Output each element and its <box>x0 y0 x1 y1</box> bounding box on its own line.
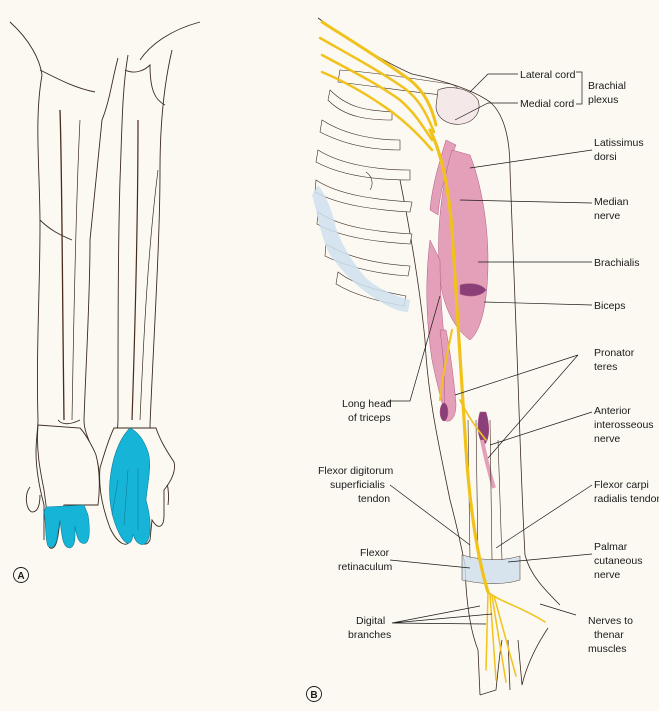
label-retinaculum-2: retinaculum <box>338 561 393 573</box>
label-median-nerve-1: Median <box>594 196 629 208</box>
label-fcr-1: Flexor carpi <box>594 479 649 491</box>
label-anterior-2: interosseous <box>594 419 654 431</box>
flexor-retinaculum <box>461 554 521 585</box>
panel-label-b: B <box>310 690 317 701</box>
label-anterior-3: nerve <box>594 433 620 445</box>
biceps-muscle <box>459 283 487 297</box>
label-fds-2: superficialis <box>330 479 385 491</box>
label-thenar-1: Nerves to <box>588 615 633 627</box>
label-fds-1: Flexor digitorum <box>318 465 394 477</box>
label-median-nerve-2: nerve <box>594 210 620 222</box>
label-medial-cord: Medial cord <box>520 98 574 110</box>
label-palmar-3: nerve <box>594 569 620 581</box>
panel-a-arms <box>9 21 201 540</box>
label-biceps: Biceps <box>594 300 626 312</box>
labels: Lateral cord Medial cord Brachial plexus… <box>318 69 659 655</box>
label-latissimus-2: dorsi <box>594 151 617 163</box>
left-hand-sensory-area <box>43 504 90 549</box>
label-triceps-2: of triceps <box>348 412 391 424</box>
label-latissimus-1: Latissimus <box>594 137 644 149</box>
label-pronator-1: Pronator <box>594 347 635 359</box>
label-fcr-2: radialis tendon <box>594 493 659 505</box>
label-brachial-plexus-1: Brachial <box>588 80 626 92</box>
costal-cartilage <box>312 185 410 312</box>
label-digital-1: Digital <box>356 615 385 627</box>
label-retinaculum-1: Flexor <box>360 547 390 559</box>
panel-marker-b: B <box>306 686 322 702</box>
label-thenar-2: thenar <box>594 629 624 641</box>
label-lateral-cord: Lateral cord <box>520 69 576 81</box>
label-brachialis: Brachialis <box>594 257 640 269</box>
label-palmar-2: cutaneous <box>594 555 642 567</box>
label-pronator-2: teres <box>594 361 617 373</box>
label-palmar-1: Palmar <box>594 541 628 553</box>
label-triceps-1: Long head <box>342 398 392 410</box>
panel-label-a: A <box>17 571 24 582</box>
label-brachial-plexus-2: plexus <box>588 94 618 106</box>
label-fds-3: tendon <box>358 493 390 505</box>
right-hand <box>99 427 175 545</box>
label-anterior-1: Anterior <box>594 405 631 417</box>
left-hand <box>25 424 100 549</box>
right-hand-sensory-area <box>109 427 151 545</box>
panel-marker-a: A <box>13 567 29 583</box>
rib-cage <box>312 89 413 312</box>
label-thenar-3: muscles <box>588 643 627 655</box>
label-digital-2: branches <box>348 629 391 641</box>
leader-lines <box>388 71 593 625</box>
median-nerve <box>318 20 546 683</box>
